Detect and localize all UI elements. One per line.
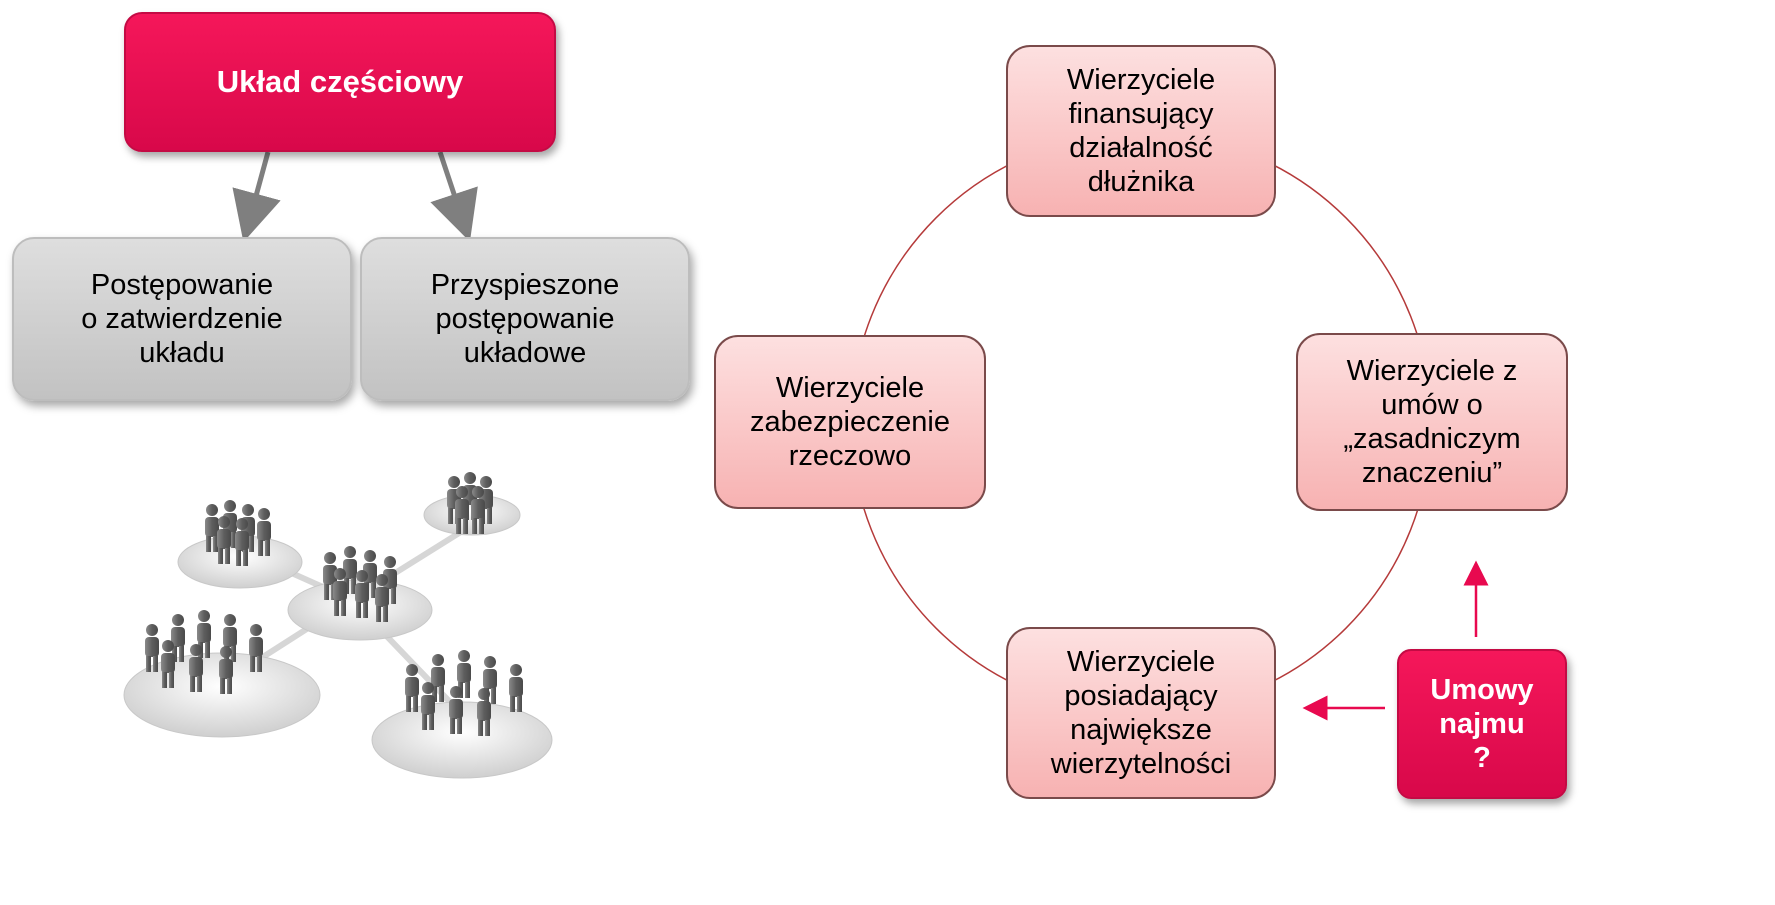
postepowanie-label: Postępowanie o zatwierdzenie układu	[81, 268, 283, 370]
przyspieszone-box: Przyspieszone postępowanie układowe	[360, 237, 690, 401]
node-right-zasadniczym: Wierzyciele z umów o „zasadniczym znacze…	[1296, 333, 1568, 511]
node-bottom-label: Wierzyciele posiadający największe wierz…	[1050, 645, 1232, 781]
node-left-label: Wierzyciele zabezpieczenie rzeczowo	[750, 371, 950, 473]
uklad-czesciowy-box: Układ częściowy	[124, 12, 556, 152]
people-group-center	[323, 546, 397, 622]
postepowanie-box: Postępowanie o zatwierdzenie układu	[12, 237, 352, 401]
przyspieszone-label: Przyspieszone postępowanie układowe	[430, 268, 620, 370]
people-network-illustration	[123, 472, 553, 779]
arrow-to-postepowanie	[232, 151, 281, 243]
node-top-finansujacy: Wierzyciele finansujący działalność dłuż…	[1006, 45, 1276, 217]
node-top-label: Wierzyciele finansujący działalność dłuż…	[1066, 63, 1216, 199]
node-right-label: Wierzyciele z umów o „zasadniczym znacze…	[1343, 354, 1521, 490]
uklad-czesciowy-label: Układ częściowy	[216, 63, 464, 99]
umowy-najmu-label: Umowy najmu ?	[1430, 673, 1534, 775]
umowy-najmu-callout: Umowy najmu ?	[1397, 649, 1567, 799]
node-bottom-najwieksze: Wierzyciele posiadający największe wierz…	[1006, 627, 1276, 799]
node-left-zabezpieczenie: Wierzyciele zabezpieczenie rzeczowo	[714, 335, 986, 509]
arrow-to-przyspieszone	[430, 151, 478, 242]
